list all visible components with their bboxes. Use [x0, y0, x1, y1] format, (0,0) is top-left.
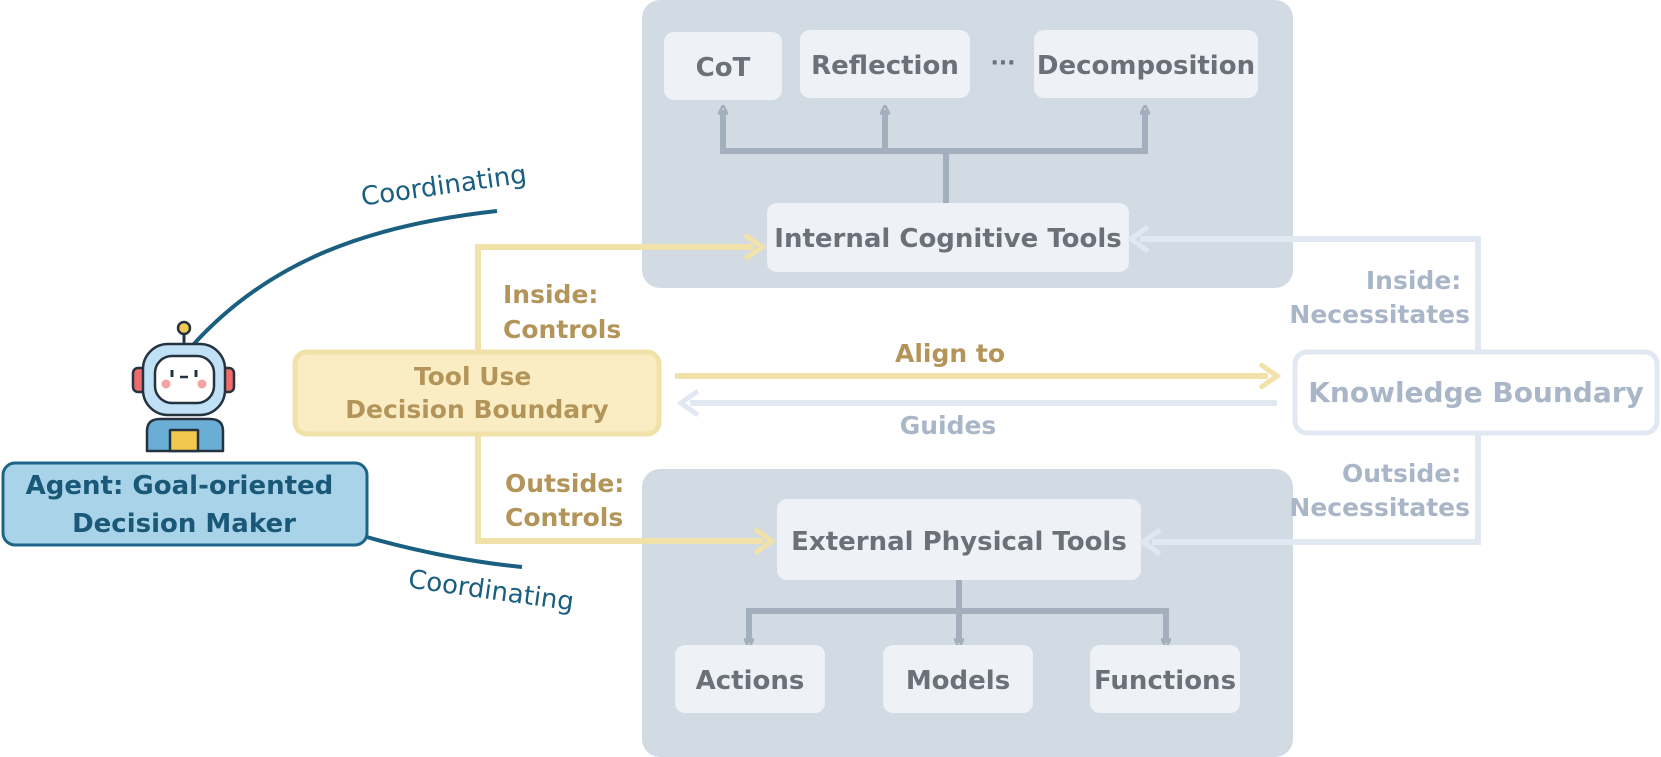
outside-necessitates-label: Outside: Necessitates [1289, 459, 1470, 522]
inside-necessitates-label: Inside: Necessitates [1289, 266, 1470, 329]
actions-label: Actions [696, 666, 805, 696]
functions-label: Functions [1094, 666, 1236, 696]
decomposition-label: Decomposition [1037, 51, 1255, 81]
agent-label: Agent: Goal-oriented Decision Maker [26, 471, 343, 539]
coordinating-label-bottom: Coordinating [406, 565, 575, 618]
models-box [883, 645, 1033, 713]
decomposition-box [1034, 30, 1258, 98]
necessitates-connectors [1140, 236, 1481, 545]
controls-connectors [475, 244, 763, 544]
internal-cognitive-tools-box [767, 203, 1129, 272]
guides-label: Guides [900, 411, 997, 440]
internal-tree-connectors [720, 110, 1148, 203]
external-physical-tools-box [777, 499, 1141, 580]
align-to-arrowhead [1258, 361, 1282, 391]
functions-box [1090, 645, 1240, 713]
outside-controls-label: Outside: Controls [505, 469, 633, 532]
reflection-box [800, 30, 970, 98]
coordinating-curve-bottom [359, 533, 523, 569]
robot-icon [131, 320, 236, 453]
reflection-label: Reflection [811, 51, 959, 81]
inside-necessitates-arrowhead [1126, 224, 1150, 254]
knowledge-boundary-label: Knowledge Boundary [1308, 376, 1644, 409]
tool-use-decision-boundary-label: Tool Use Decision Boundary [345, 362, 608, 424]
tool-use-decision-boundary-box [292, 349, 662, 437]
actions-box [675, 645, 825, 713]
ellipsis: ··· [990, 51, 1015, 76]
internal-cognitive-tools-label: Internal Cognitive Tools [774, 224, 1121, 254]
external-physical-tools-label: External Physical Tools [791, 527, 1127, 557]
coordinating-label-top: Coordinating [359, 160, 528, 213]
inside-controls-label: Inside: Controls [503, 280, 621, 344]
coordinating-curve-top [191, 209, 498, 347]
cot-box [664, 32, 782, 100]
models-label: Models [906, 666, 1010, 696]
external-tree-connectors [746, 580, 1169, 643]
guides-arrowhead [676, 388, 700, 418]
outside-controls-arrowhead [753, 526, 777, 556]
align-to-label: Align to [895, 339, 1005, 368]
knowledge-boundary-box [1292, 349, 1660, 436]
outside-necessitates-arrowhead [1138, 527, 1162, 557]
cot-label: CoT [696, 53, 751, 83]
agent-box [1, 461, 369, 547]
inside-controls-arrowhead [743, 232, 767, 262]
